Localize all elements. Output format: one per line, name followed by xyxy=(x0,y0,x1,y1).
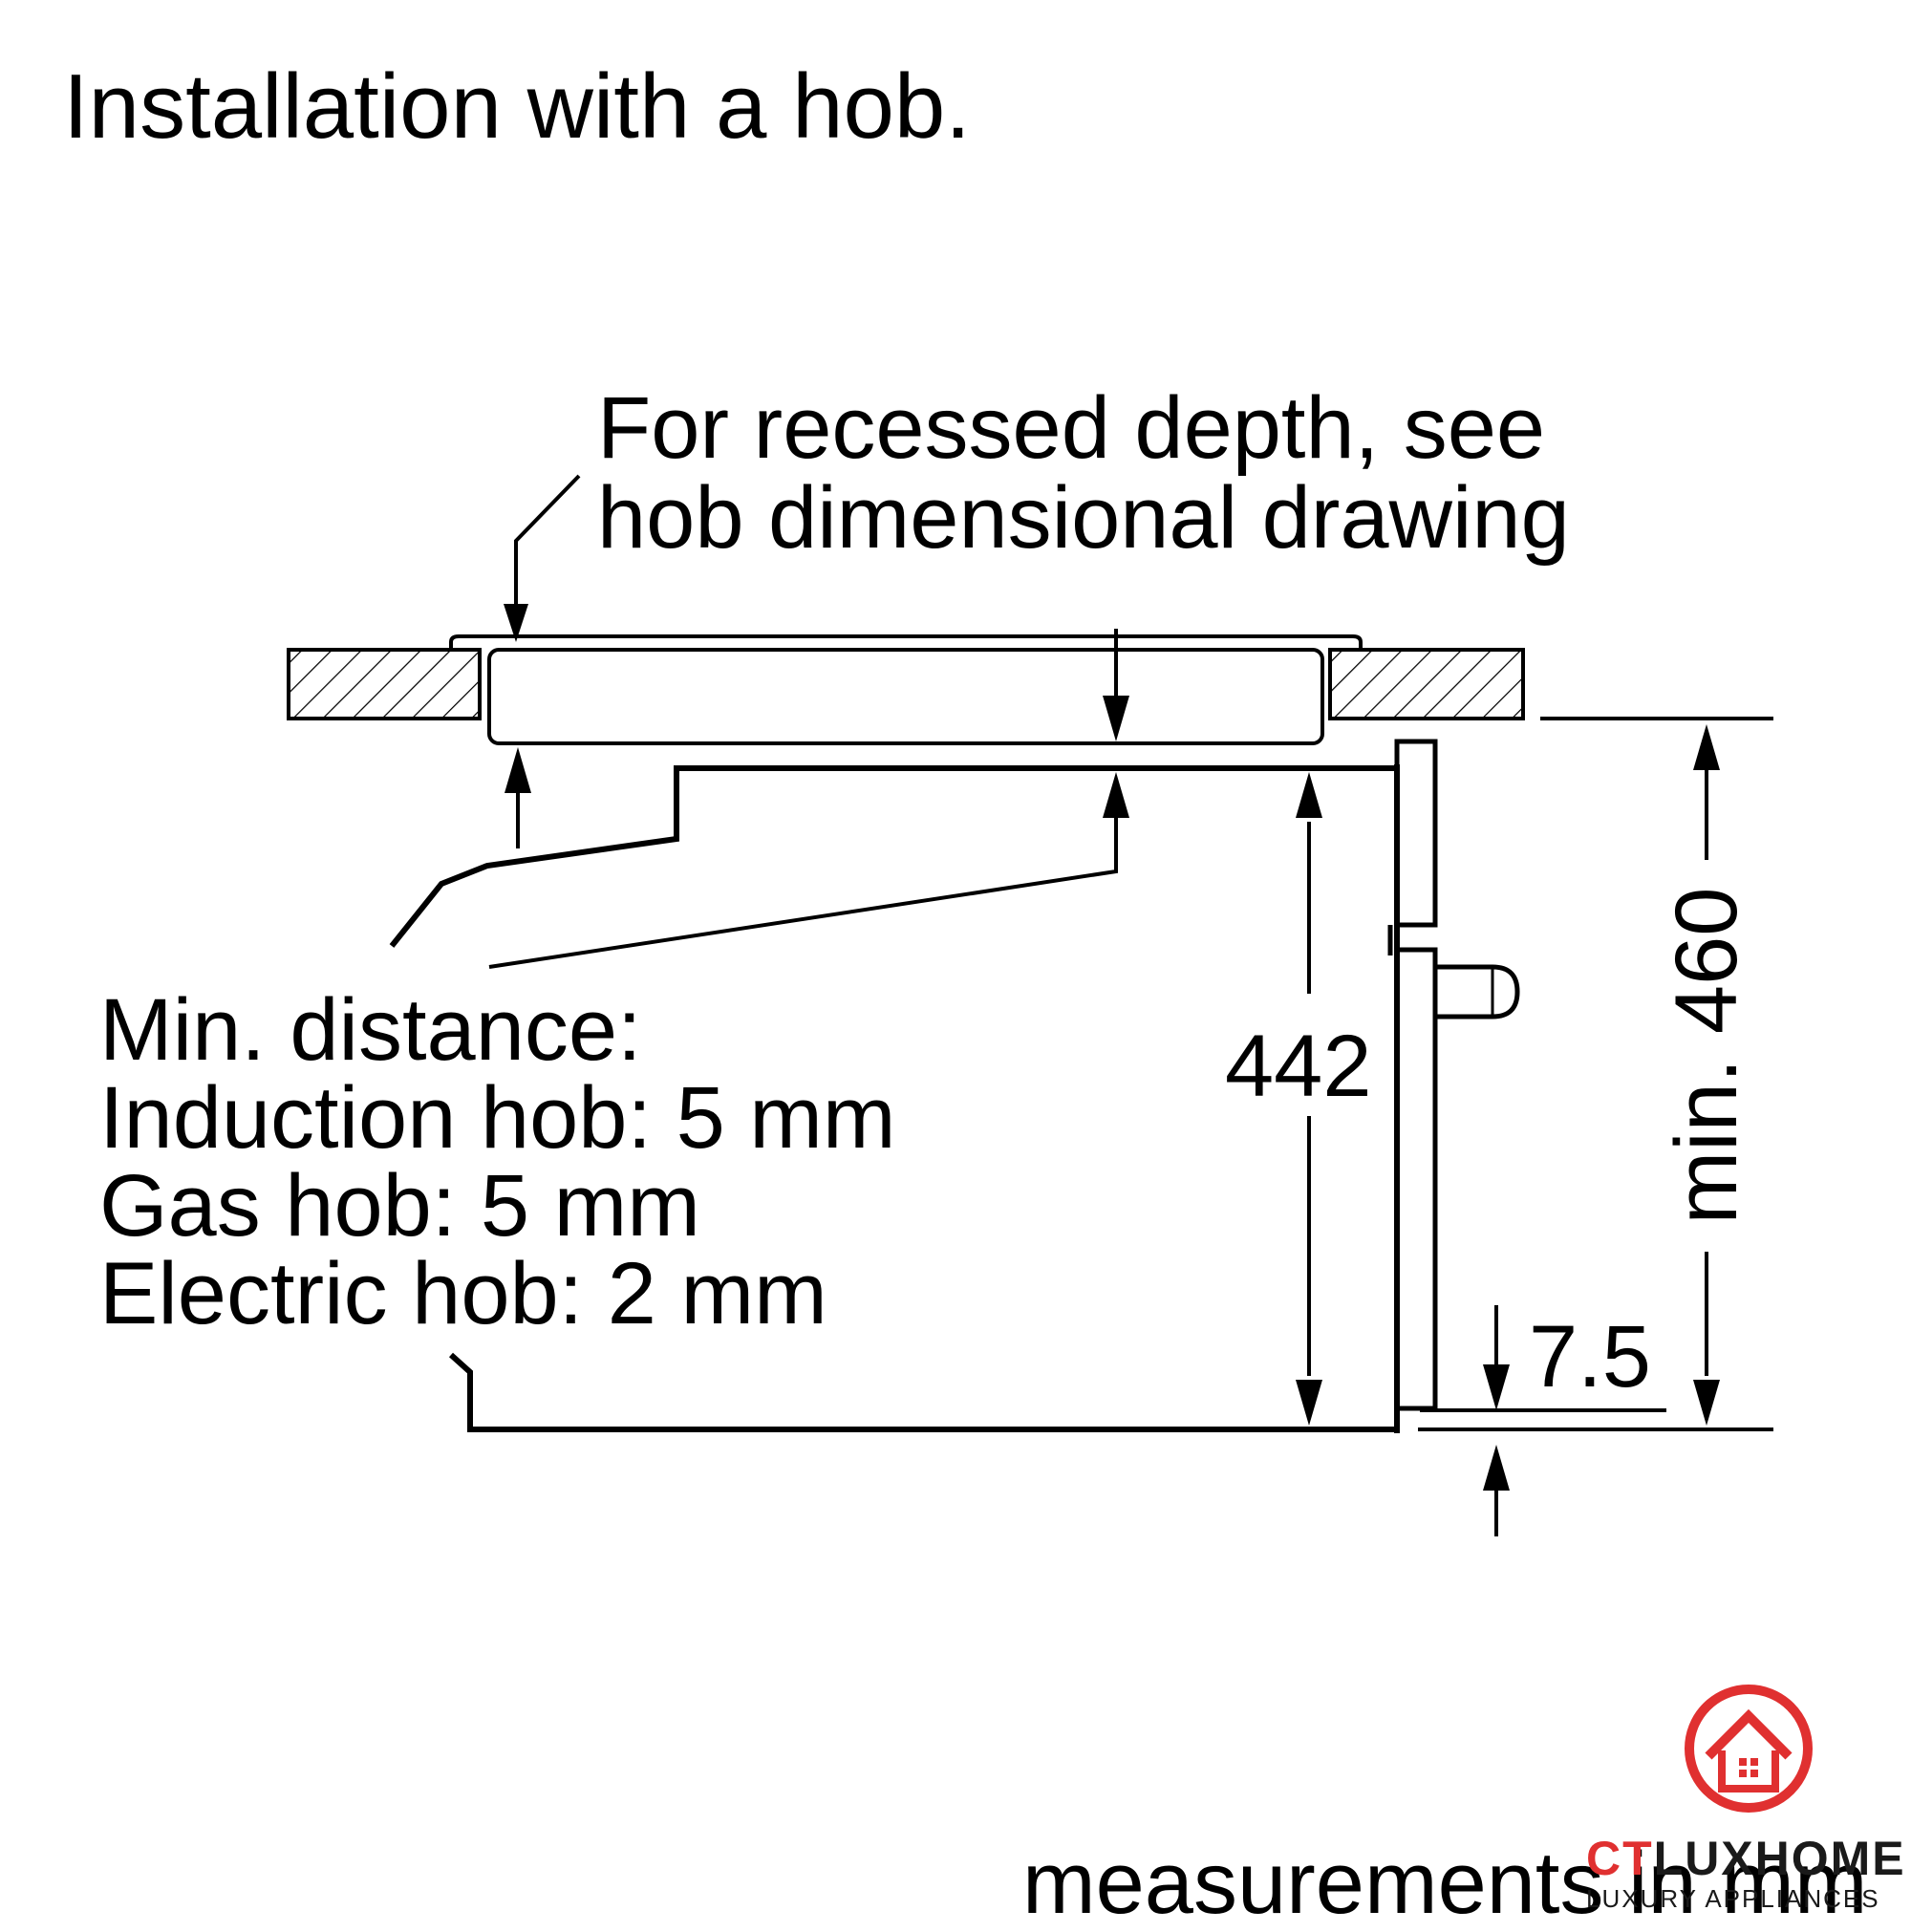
callout-text-line-2: hob dimensional drawing xyxy=(597,469,1570,567)
callout-text-line-1: For recessed depth, see xyxy=(597,379,1546,477)
min-distance-induction: Induction hob: 5 mm xyxy=(99,1069,896,1167)
brand-tagline: LUXURY APPLIANCES xyxy=(1586,1884,1880,1913)
worktop-right xyxy=(1328,648,1525,720)
callout-leader-line xyxy=(514,474,581,612)
hob-top-plate xyxy=(449,634,1363,650)
dimension-442-label: 442 xyxy=(1225,1018,1372,1115)
dimension-460-label: min. 460 xyxy=(1658,887,1755,1225)
brand-name-dark: LUXHOME xyxy=(1653,1832,1906,1885)
hob-depth-arrow-icon xyxy=(1103,696,1129,741)
oven-bottom-profile xyxy=(448,1352,1397,1432)
min-distance-heading: Min. distance: xyxy=(99,981,642,1079)
dimension-460-line xyxy=(1418,717,1773,1431)
min-distance-electric: Electric hob: 2 mm xyxy=(99,1245,827,1342)
min-distance-arrow-left-icon xyxy=(505,747,531,793)
min-distance-gas: Gas hob: 5 mm xyxy=(99,1157,700,1255)
dimension-7-5-label: 7.5 xyxy=(1529,1308,1651,1406)
dimension-442-line xyxy=(1296,772,1322,1426)
page-title: Installation with a hob. xyxy=(63,55,971,158)
brand-watermark: CTLUXHOME LUXURY APPLIANCES xyxy=(1586,1682,1911,1911)
oven-door-lower xyxy=(1394,947,1438,1411)
dimension-7-5-line xyxy=(1420,1305,1666,1536)
brand-name: CTLUXHOME xyxy=(1586,1835,1906,1882)
min-distance-leader-line xyxy=(488,812,1118,969)
oven-top-profile xyxy=(389,765,1397,948)
oven-door-upper xyxy=(1394,739,1438,928)
callout-arrow-icon xyxy=(504,604,528,642)
brand-name-red: CT xyxy=(1586,1832,1654,1885)
house-icon xyxy=(1685,1685,1813,1813)
hob-body xyxy=(487,648,1324,745)
min-distance-arrow-middle-icon xyxy=(1103,772,1129,818)
oven-handle-icon xyxy=(1435,964,1520,1020)
worktop-left xyxy=(287,648,482,720)
